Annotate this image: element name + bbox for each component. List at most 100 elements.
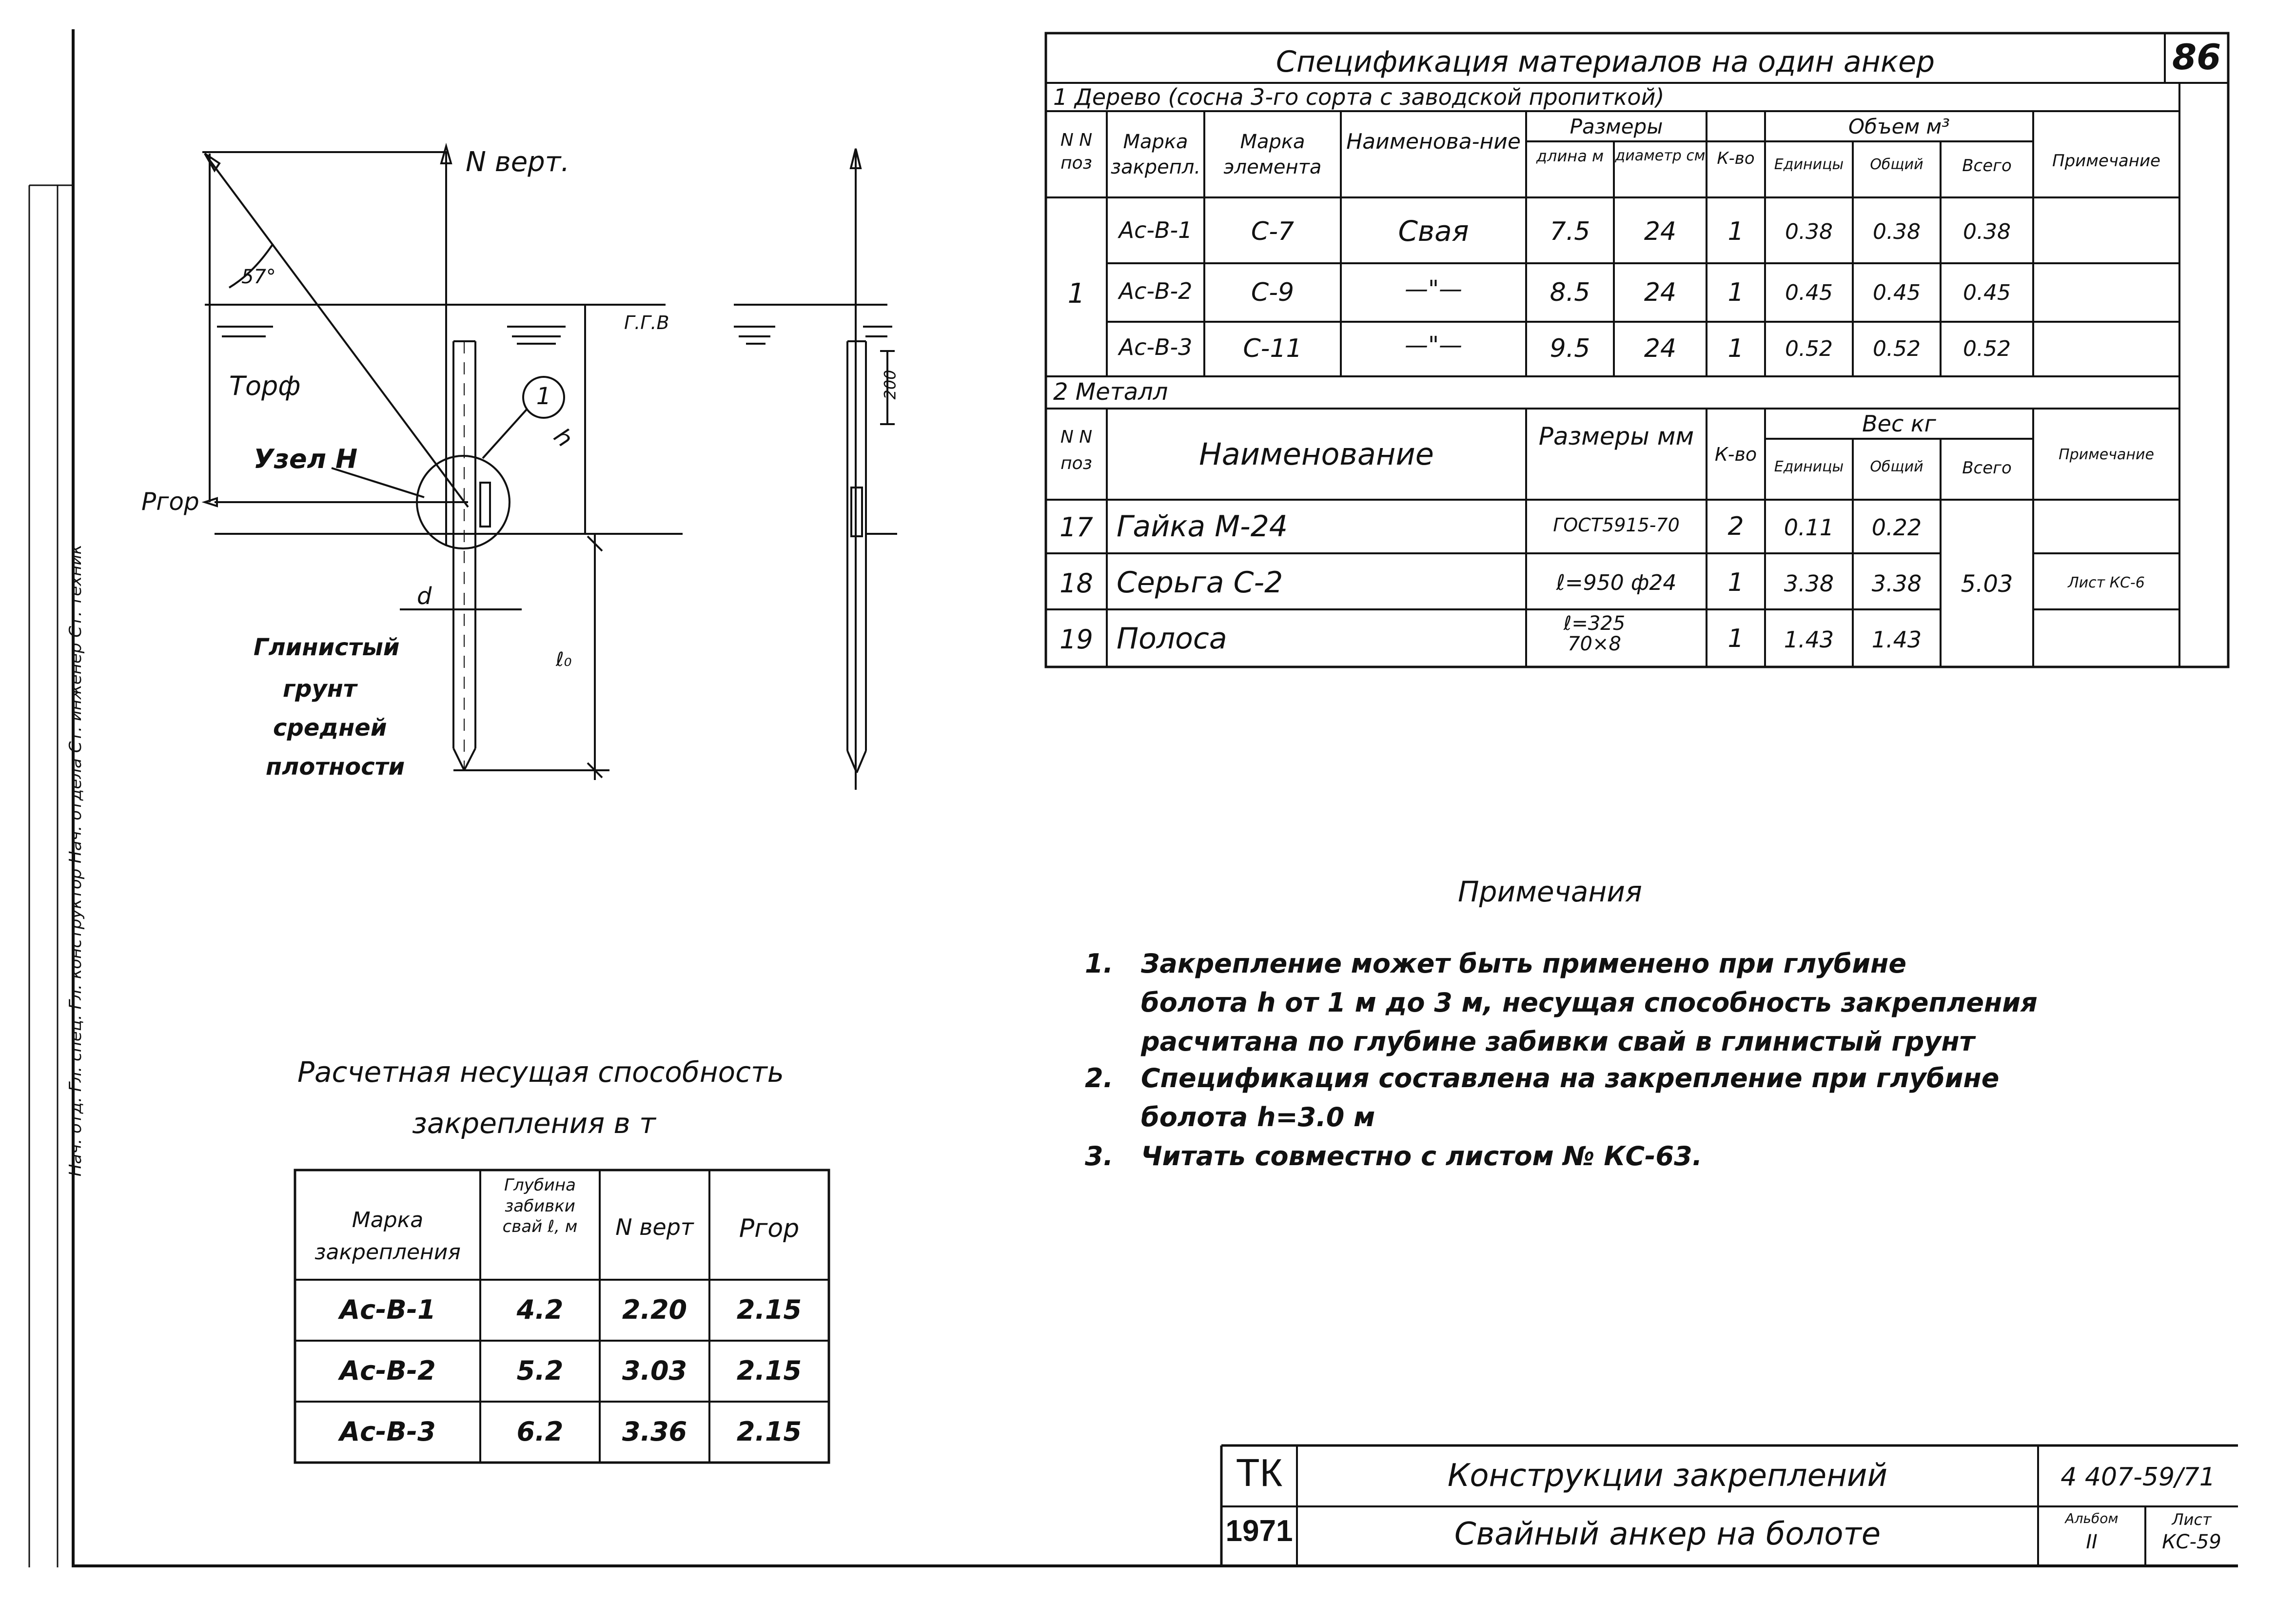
- metal-hdr-unit: Единицы: [1774, 458, 1844, 475]
- wood-hdr-name: Наименова-ние: [1346, 129, 1521, 154]
- wood-hdr-total-el: Общий: [1870, 156, 1923, 173]
- wood-poz: 1: [1067, 278, 1085, 310]
- wood-row2-unit: 0.45: [1785, 280, 1833, 305]
- note-2-line-2: болота h=3.0 м: [1141, 1102, 1375, 1133]
- cap-hdr-nvert: N верт: [615, 1214, 694, 1240]
- title-block-album: II: [2086, 1531, 2098, 1553]
- capacity-title-1: Расчетная несущая способность: [297, 1055, 784, 1089]
- wood-hdr-diam: диаметр см: [1615, 147, 1706, 164]
- metal-row1-size: ГОСТ5915-70: [1553, 514, 1680, 536]
- metal-row3-unit: 1.43: [1784, 626, 1834, 653]
- wood-row3-diam: 24: [1644, 334, 1677, 363]
- sheet-number: 86: [2172, 37, 2221, 78]
- wood-hdr-note: Примечание: [2052, 151, 2160, 171]
- metal-hdr-note: Примечание: [2059, 446, 2154, 463]
- spec-title: Спецификация материалов на один анкер: [1276, 45, 1935, 79]
- note-3-num: 3.: [1085, 1141, 1114, 1172]
- soil-line-2: грунт: [283, 675, 357, 703]
- rgor-label: Ргор: [141, 488, 199, 516]
- wood-row1-name: Свая: [1398, 215, 1469, 248]
- title-block-org: ТК: [1236, 1451, 1283, 1494]
- metal-row1-poz: 17: [1060, 512, 1093, 543]
- metal-row2-qty: 1: [1727, 568, 1744, 597]
- wood-row3-me: С-11: [1243, 334, 1302, 363]
- cap-hdr-rgor: Ргор: [739, 1214, 800, 1243]
- metal-hdr-total-el: Общий: [1870, 458, 1923, 475]
- wood-hdr-marka-zakr: Марка закрепл.: [1110, 131, 1201, 178]
- metal-row2-tot: 3.38: [1871, 570, 1922, 597]
- cap-row3-rgor: 2.15: [736, 1416, 802, 1447]
- metal-all-weight: 5.03: [1961, 570, 2013, 598]
- soil-line-1: Глинистый: [254, 634, 400, 661]
- metal-row2-size: ℓ=950 ф24: [1556, 570, 1677, 595]
- metal-row1-unit: 0.11: [1784, 514, 1834, 541]
- wood-hdr-sizes: Размеры: [1570, 115, 1663, 138]
- metal-row3-poz: 19: [1060, 624, 1093, 655]
- wood-row2-qty: 1: [1727, 278, 1744, 307]
- wood-hdr-all: Всего: [1962, 156, 2012, 176]
- metal-row3-tot: 1.43: [1871, 626, 1922, 653]
- wood-row2-diam: 24: [1644, 278, 1677, 307]
- wood-row2-name: —"—: [1404, 275, 1463, 303]
- title-block-title: Конструкции закреплений: [1447, 1458, 1888, 1494]
- metal-row2-unit: 3.38: [1784, 570, 1834, 597]
- wood-row3-len: 9.5: [1550, 334, 1590, 363]
- metal-row3-size: ℓ=325 70×8: [1563, 612, 1626, 655]
- node-label: Узел Н: [254, 444, 358, 474]
- cap-row1-depth: 4.2: [516, 1294, 564, 1325]
- wood-row2-mz: Ас-В-2: [1119, 278, 1193, 304]
- metal-hdr-weight: Вес кг: [1862, 410, 1936, 437]
- wood-row2-me: С-9: [1251, 278, 1295, 307]
- metal-row3-qty: 1: [1727, 624, 1744, 653]
- ggv-label: Г.Г.В: [624, 312, 669, 333]
- wood-hdr-qty: К-во: [1717, 149, 1755, 168]
- wood-row1-unit: 0.38: [1785, 219, 1833, 244]
- note-1-line-3: расчитана по глубине забивки свай в глин…: [1141, 1026, 1975, 1057]
- cap-row2-rgor: 2.15: [736, 1355, 802, 1386]
- metal-row1-name: Гайка М-24: [1117, 509, 1288, 544]
- metal-note: Лист КС-6: [2068, 574, 2145, 591]
- wood-row2-all: 0.45: [1963, 280, 2011, 305]
- metal-hdr-qty: К-во: [1714, 444, 1757, 465]
- wood-row3-unit: 0.52: [1785, 336, 1833, 361]
- note-3-line-1: Читать совместно с листом № КС-63.: [1141, 1141, 1703, 1172]
- wood-row1-len: 7.5: [1550, 217, 1590, 246]
- soil-line-3: средней: [273, 714, 387, 742]
- wood-row1-all: 0.38: [1963, 219, 2011, 244]
- wood-row3-tot: 0.52: [1873, 336, 1921, 361]
- wood-row2-len: 8.5: [1550, 278, 1590, 307]
- title-block-sheet: КС-59: [2162, 1531, 2221, 1553]
- note-2-num: 2.: [1085, 1063, 1114, 1094]
- wood-section-title: 1 Дерево (сосна 3-го сорта с заводской п…: [1053, 84, 1665, 110]
- cap-hdr-depth: Глубина забивки свай ℓ, м: [502, 1175, 578, 1236]
- notes-title: Примечания: [1458, 875, 1642, 908]
- wood-hdr-length: длина м: [1536, 147, 1604, 165]
- metal-row2-name: Серьга С-2: [1117, 566, 1283, 600]
- dim-200-label: 200: [881, 370, 900, 400]
- metal-row1-tot: 0.22: [1871, 514, 1922, 541]
- wood-hdr-poz: N N поз: [1060, 130, 1093, 173]
- angle-label: 57°: [241, 266, 276, 288]
- depth-d-label: d: [417, 583, 432, 610]
- sidebar-stamp: Нач. отд. Гл. спец. Гл. конструктор Нач.…: [66, 544, 85, 1177]
- cap-row3-nvert: 3.36: [622, 1416, 687, 1447]
- wood-hdr-marka-el: Марка элемента: [1223, 131, 1322, 178]
- note-2-line-1: Спецификация составлена на закрепление п…: [1141, 1063, 2000, 1094]
- capacity-title-2: закрепления в т: [412, 1107, 656, 1140]
- depth-l-label: ℓ₀: [556, 648, 572, 671]
- cap-row1-marka: Ас-В-1: [339, 1294, 436, 1325]
- cap-row3-marka: Ас-В-3: [339, 1416, 436, 1447]
- wood-row3-qty: 1: [1727, 334, 1744, 363]
- wood-row1-diam: 24: [1644, 217, 1677, 246]
- wood-row1-me: С-7: [1251, 217, 1295, 246]
- wood-row1-qty: 1: [1727, 217, 1744, 246]
- wood-hdr-unit: Единицы: [1774, 156, 1844, 173]
- wood-row3-all: 0.52: [1963, 336, 2011, 361]
- metal-hdr-name: Наименование: [1199, 436, 1434, 472]
- title-block-album-label: Альбом: [2065, 1510, 2119, 1526]
- wood-hdr-volume: Объем м³: [1848, 115, 1950, 138]
- peat-label: Торф: [229, 371, 301, 401]
- wood-row1-mz: Ас-В-1: [1119, 217, 1193, 243]
- cap-row1-nvert: 2.20: [622, 1294, 687, 1325]
- metal-section-title: 2 Металл: [1053, 378, 1168, 406]
